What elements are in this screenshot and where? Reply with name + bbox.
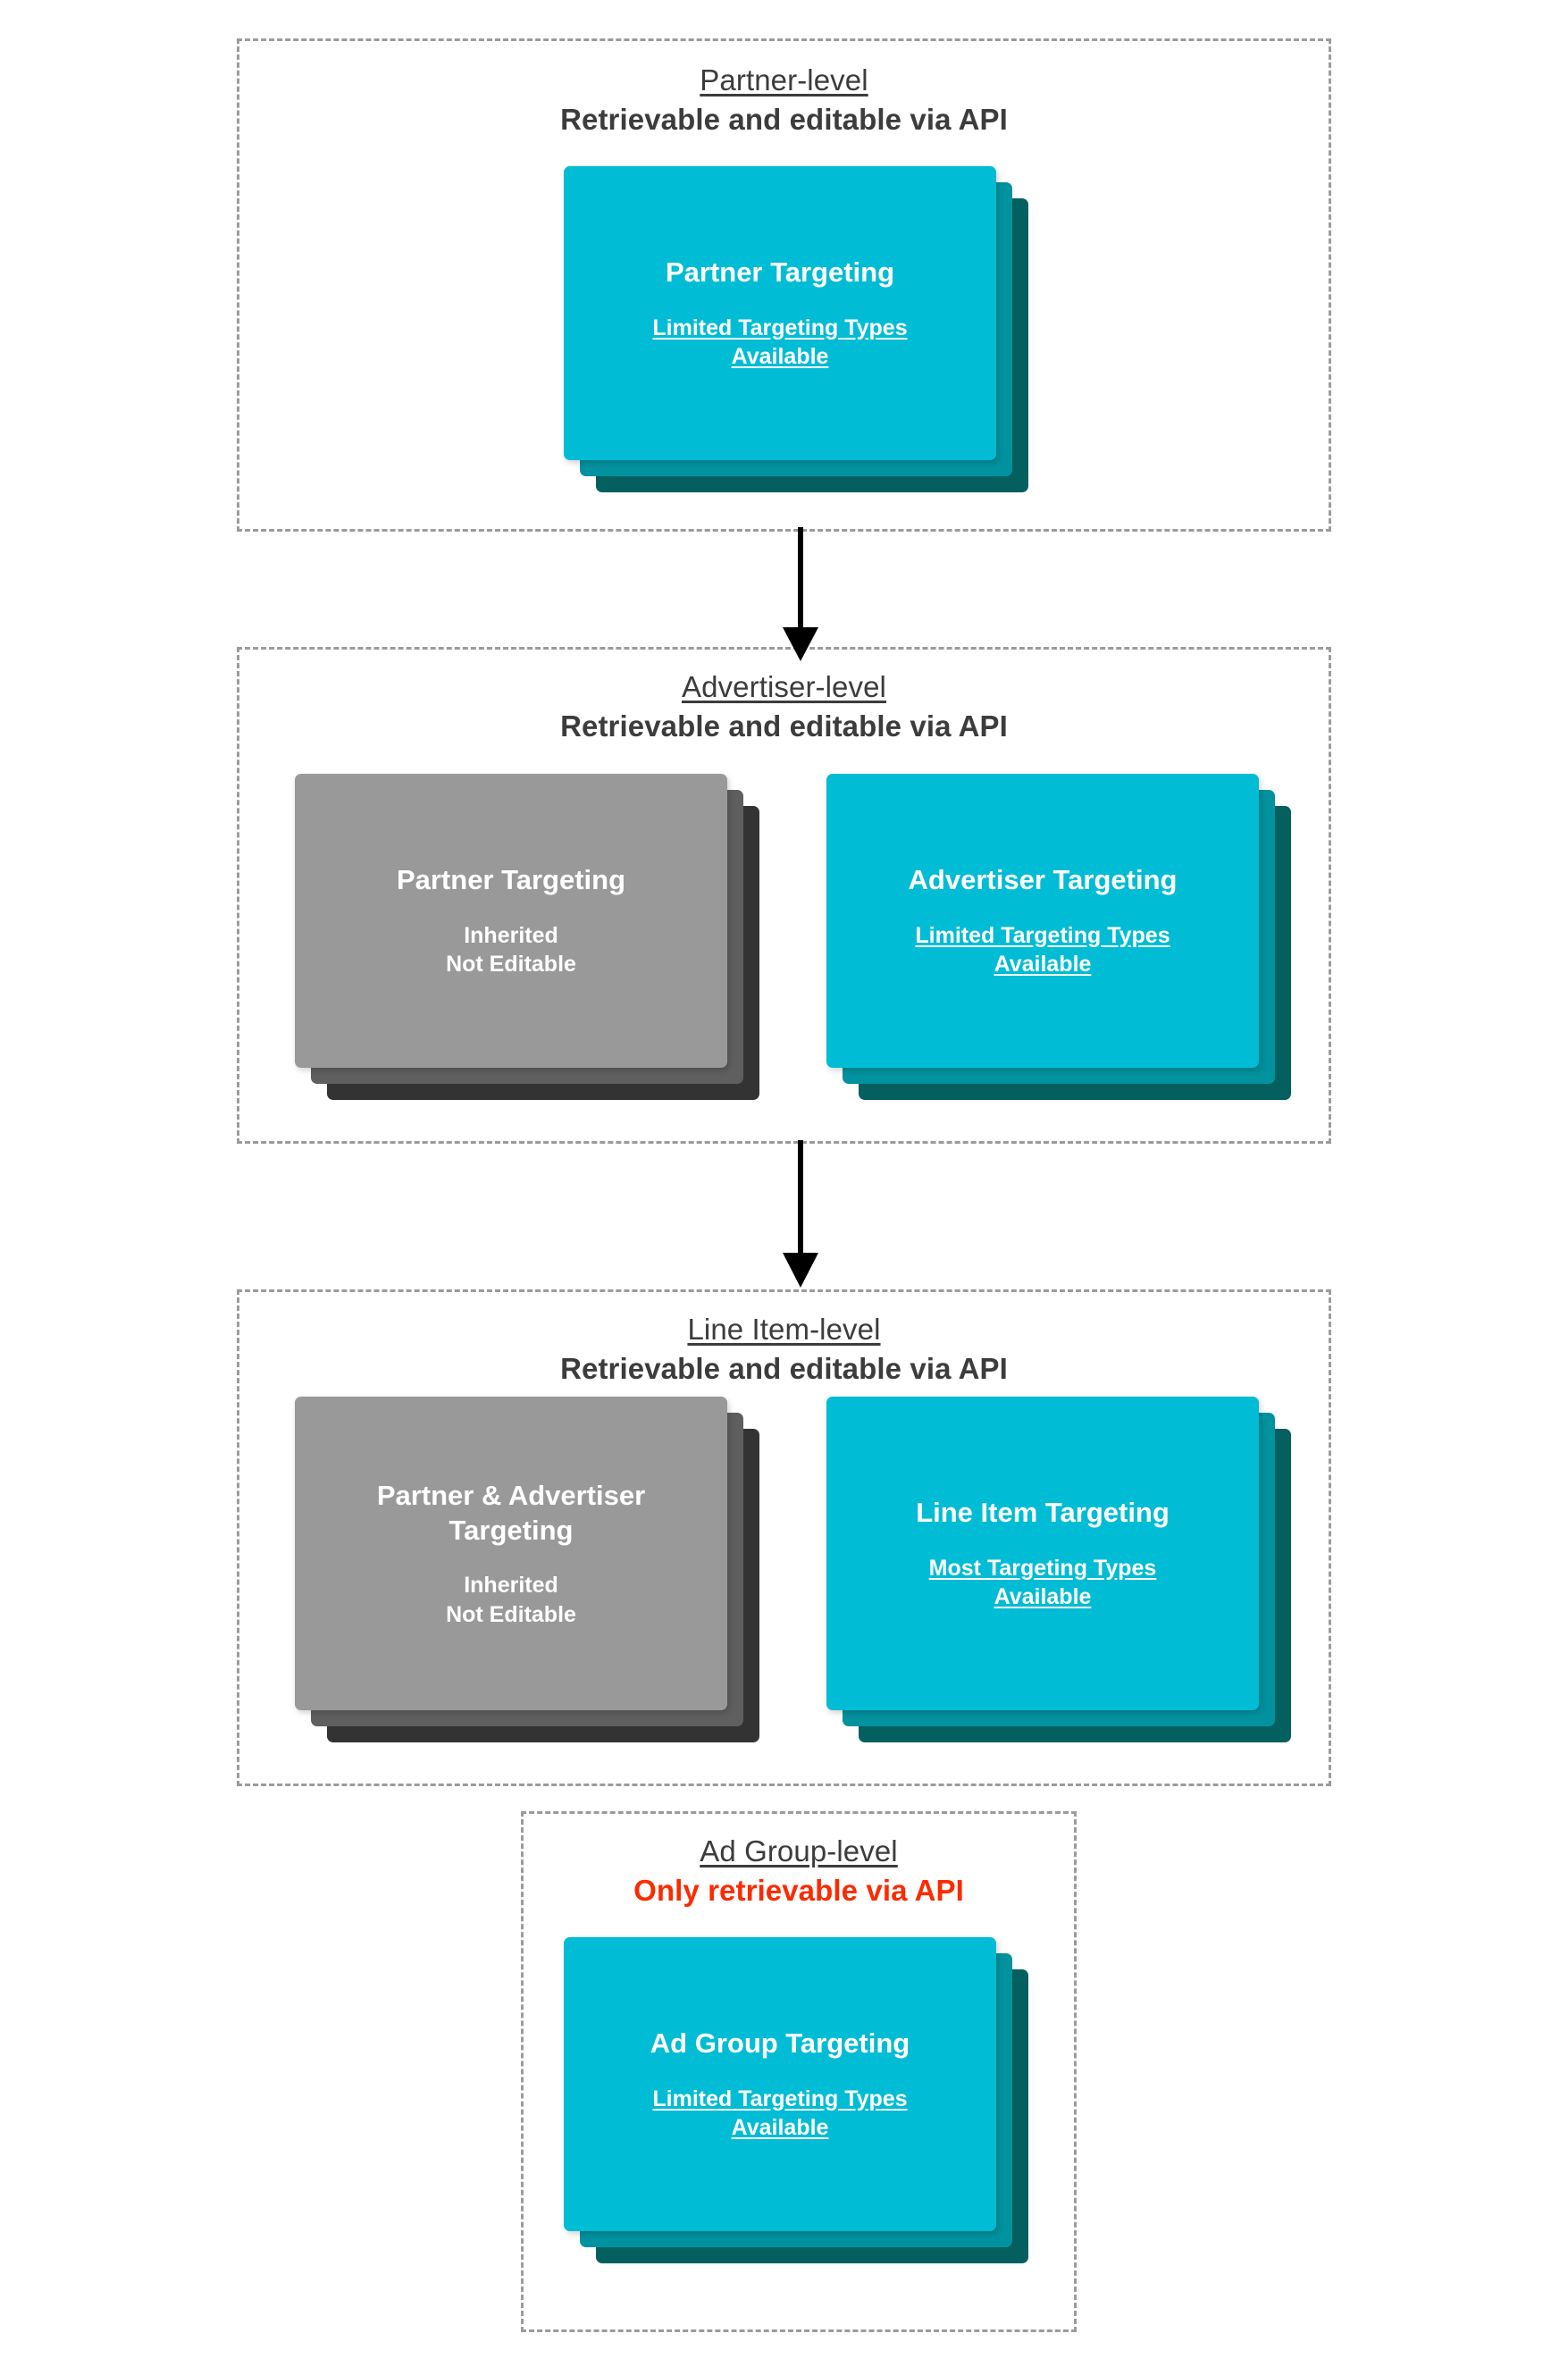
card-subtitle: Most Targeting Types Available [929, 1554, 1157, 1612]
card-subtitle: Limited Targeting Types Available [915, 921, 1170, 979]
level-box-advertiser: Advertiser-level Retrievable and editabl… [237, 647, 1331, 1144]
card-inherited-partner-targeting[interactable]: Partner Targeting Inherited Not Editable [295, 774, 727, 1068]
card-title: Advertiser Targeting [908, 864, 1178, 896]
card-inherited-partner-advertiser-targeting[interactable]: Partner & Advertiser Targeting Inherited… [295, 1397, 727, 1710]
connector-partner-to-advertiser [783, 527, 818, 661]
card-ad-group-targeting[interactable]: Ad Group Targeting Limited Targeting Typ… [564, 1937, 996, 2231]
card-title: Partner & Advertiser Targeting [376, 1479, 646, 1546]
level-access-partner: Retrievable and editable via API [560, 103, 1008, 137]
level-title-ad-group: Ad Group-level [700, 1834, 898, 1868]
card-subtitle-line2: Available [994, 1584, 1092, 1610]
card-subtitle-line2: Available [731, 344, 829, 370]
level-header-ad-group: Ad Group-level Only retrievable via API [524, 1834, 1074, 1910]
level-title-line-item: Line Item-level [687, 1313, 881, 1346]
card-stack-inherited-partner-advertiser-targeting[interactable]: Partner & Advertiser Targeting Inherited… [295, 1397, 759, 1742]
card-subtitle: Limited Targeting Types Available [652, 314, 907, 372]
level-box-partner: Partner-level Retrievable and editable v… [237, 38, 1331, 532]
card-stack-advertiser-targeting[interactable]: Advertiser Targeting Limited Targeting T… [826, 774, 1291, 1100]
level-access-advertiser: Retrievable and editable via API [560, 709, 1008, 743]
card-subtitle: Inherited Not Editable [446, 1571, 576, 1629]
card-title: Ad Group Targeting [650, 2027, 910, 2060]
level-box-line-item: Line Item-level Retrievable and editable… [237, 1289, 1331, 1786]
level-title-partner: Partner-level [700, 63, 868, 97]
card-subtitle-line1: Limited Targeting Types [915, 922, 1170, 948]
card-title: Line Item Targeting [916, 1497, 1170, 1529]
card-stack-ad-group-targeting[interactable]: Ad Group Targeting Limited Targeting Typ… [564, 1937, 1028, 2263]
card-stack-inherited-partner-targeting[interactable]: Partner Targeting Inherited Not Editable [295, 774, 759, 1100]
arrowhead-icon [783, 627, 818, 661]
card-subtitle-line2: Not Editable [446, 952, 576, 978]
card-subtitle-line1: Limited Targeting Types [652, 2086, 908, 2111]
arrowhead-icon [783, 1253, 818, 1288]
level-access-ad-group: Only retrievable via API [633, 1874, 964, 1908]
card-subtitle-line1: Inherited [464, 922, 558, 948]
card-subtitle: Inherited Not Editable [446, 921, 576, 979]
card-subtitle-line1: Limited Targeting Types [652, 315, 908, 340]
card-title: Partner Targeting [665, 256, 895, 289]
card-line-item-targeting[interactable]: Line Item Targeting Most Targeting Types… [826, 1397, 1259, 1710]
level-box-ad-group: Ad Group-level Only retrievable via API … [521, 1811, 1077, 2332]
card-partner-targeting[interactable]: Partner Targeting Limited Targeting Type… [564, 166, 996, 460]
level-access-line-item: Retrievable and editable via API [560, 1352, 1008, 1386]
card-subtitle: Limited Targeting Types Available [652, 2085, 907, 2143]
card-stack-line-item-targeting[interactable]: Line Item Targeting Most Targeting Types… [826, 1397, 1291, 1742]
level-header-advertiser: Advertiser-level Retrievable and editabl… [239, 669, 1329, 745]
card-subtitle-line2: Not Editable [446, 1601, 576, 1627]
card-title: Partner Targeting [396, 864, 626, 896]
card-stack-partner-targeting[interactable]: Partner Targeting Limited Targeting Type… [564, 166, 1028, 492]
card-subtitle-line2: Available [994, 952, 1092, 978]
connector-advertiser-to-line-item [783, 1140, 818, 1288]
level-header-partner: Partner-level Retrievable and editable v… [239, 63, 1329, 138]
card-advertiser-targeting[interactable]: Advertiser Targeting Limited Targeting T… [826, 774, 1259, 1068]
card-subtitle-line2: Available [731, 2115, 829, 2141]
level-title-advertiser: Advertiser-level [681, 670, 886, 703]
level-header-line-item: Line Item-level Retrievable and editable… [239, 1312, 1329, 1388]
card-subtitle-line1: Inherited [464, 1573, 558, 1599]
card-subtitle-line1: Most Targeting Types [928, 1555, 1157, 1581]
